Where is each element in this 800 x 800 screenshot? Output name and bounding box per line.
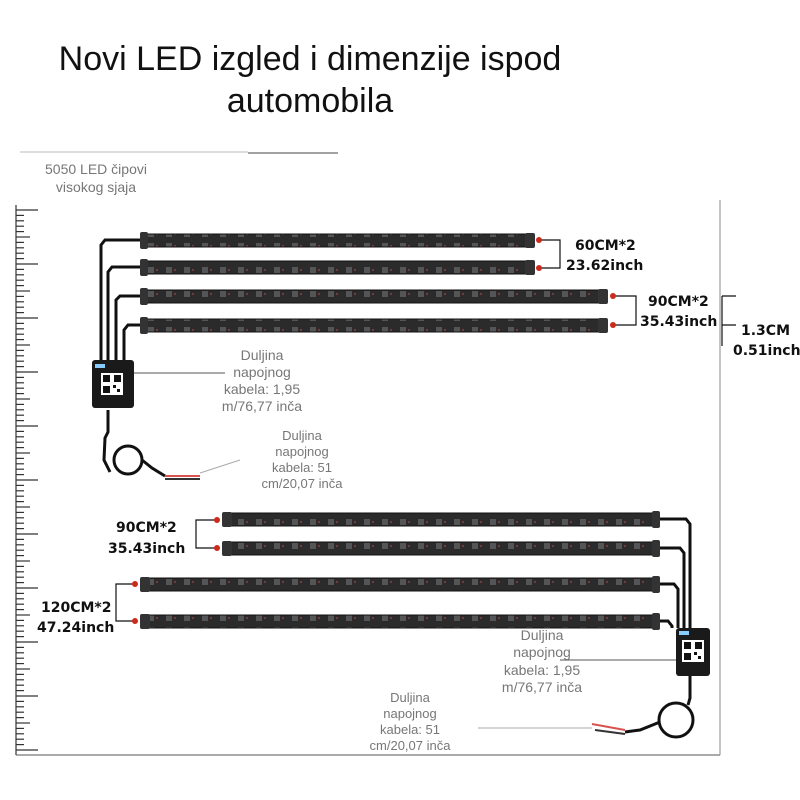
bottom-red-dots (132, 517, 220, 624)
bottom-cables (660, 517, 692, 706)
bottom-cable-label-l4: m/76,77 inča (501, 679, 583, 695)
top-short-cable-l4: cm/20,07 inča (261, 476, 343, 491)
top-controller (92, 360, 134, 408)
bottom-strips (140, 511, 660, 630)
bottom-dim-90-cm: 90CM*2 (116, 520, 177, 536)
top-short-cable-l1: Duljina (282, 428, 322, 443)
bottom-cable-label-l1: Duljina (520, 627, 564, 643)
ruler (15, 205, 38, 755)
bottom-short-cable-l2: napojnog (383, 706, 437, 721)
top-cable-label-l1: Duljina (240, 347, 284, 363)
bottom-cable-label-l2: napojnog (513, 644, 571, 660)
top-cables (99, 238, 142, 473)
top-dim-90-inch: 35.43inch (640, 314, 718, 330)
top-short-cable-l2: napojnog (275, 444, 329, 459)
bottom-controller (676, 628, 710, 676)
top-strips (140, 232, 608, 334)
bottom-dim-120-inch: 47.24inch (37, 620, 115, 636)
top-cable-label-l2: napojnog (233, 364, 291, 380)
bottom-cable-coil (657, 701, 695, 739)
top-cable-coil (112, 444, 144, 476)
bottom-short-cable-l4: cm/20,07 inča (369, 738, 451, 753)
bottom-dim-90-inch: 35.43inch (108, 541, 186, 557)
top-cable-label-l4: m/76,77 inča (221, 398, 303, 414)
top-dim-90-cm: 90CM*2 (648, 294, 709, 310)
top-dim-60-cm: 60CM*2 (575, 238, 636, 254)
top-dim-60-inch: 23.62inch (566, 258, 644, 274)
bottom-dim-120-cm: 120CM*2 (41, 600, 112, 616)
top-cable-label-l3: kabela: 1,95 (223, 381, 301, 397)
bottom-short-cable-l3: kabela: 51 (380, 722, 440, 737)
bottom-red-wire (591, 723, 626, 731)
bottom-black-wire (594, 729, 626, 735)
page-title-line1: Novi LED izgled i dimenzije ispod (58, 40, 562, 78)
bottom-dimension-markers (115, 519, 216, 622)
bottom-cable-label-l3: kabela: 1,95 (503, 662, 581, 678)
chip-label-line2: visokog sjaja (55, 179, 137, 195)
width-dim-cm: 1.3CM (741, 323, 791, 339)
width-dim-inch: 0.51inch (733, 343, 800, 359)
chip-label-line1: 5050 LED čipovi (45, 161, 147, 177)
top-short-cable-l3: kabela: 51 (272, 460, 332, 475)
bottom-short-cable-l1: Duljina (390, 690, 430, 705)
top-red-dots (536, 237, 616, 328)
top-dimension-markers (540, 239, 736, 346)
page-title-line2: automobila (226, 82, 394, 120)
